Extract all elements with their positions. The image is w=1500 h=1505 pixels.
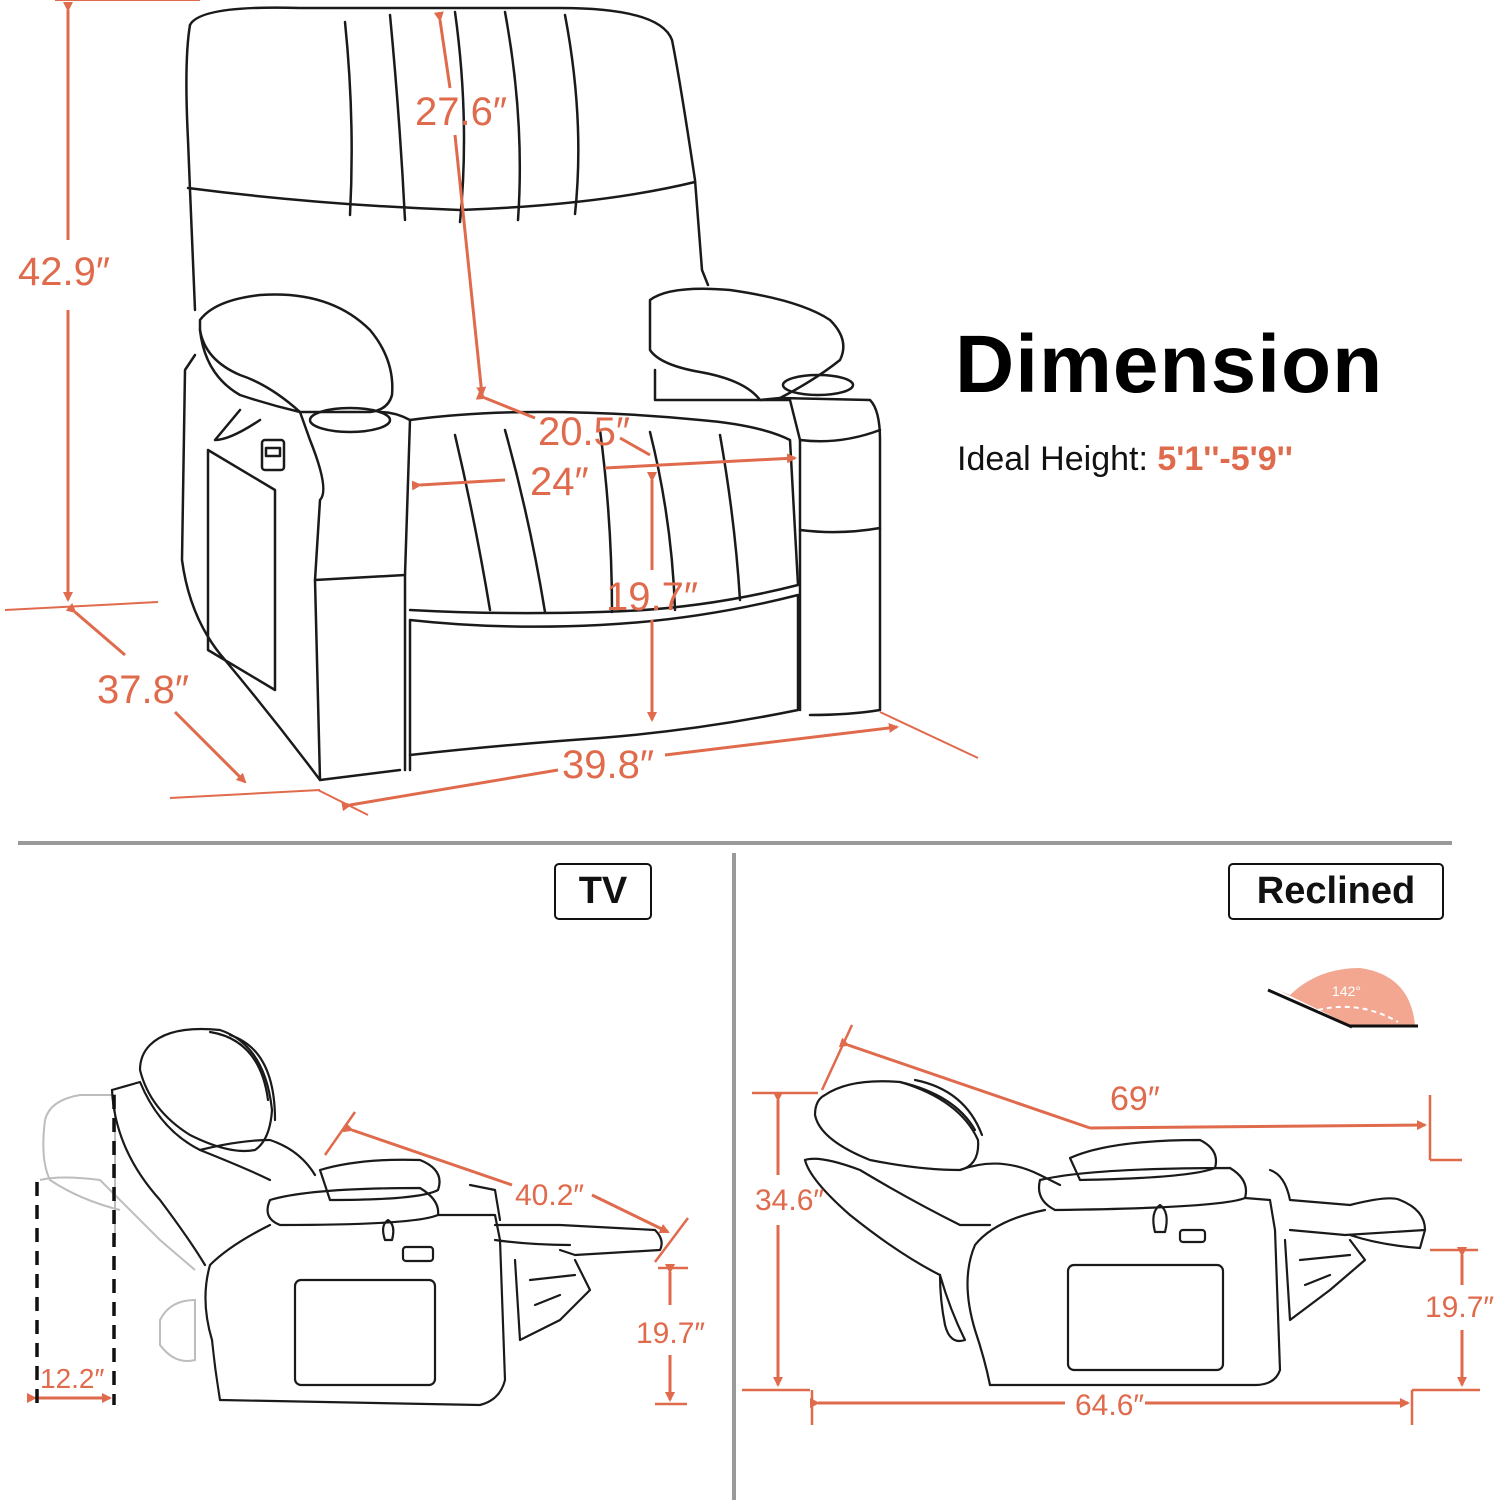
label-tv-clearance: 12.2″: [40, 1363, 104, 1394]
tv-dimension-lines: [27, 1111, 689, 1406]
ideal-height-value: 5'1''-5'9'': [1157, 440, 1293, 478]
label-seat-depth: 20.5″: [538, 410, 630, 454]
label-recline-height: 34.6″: [755, 1184, 824, 1217]
label-back-height: 27.6″: [415, 90, 507, 134]
page-title: Dimension: [955, 319, 1384, 410]
chair-front-drawing: [180, 6, 882, 782]
label-seat-width: 24″: [530, 460, 589, 504]
reclined-dimension-lines: [742, 1024, 1480, 1425]
label-tv-leg-height: 19.7″: [636, 1317, 705, 1350]
tv-dashed-guides: [35, 1095, 116, 1405]
tv-badge: TV: [554, 863, 652, 920]
label-recline-leg-height: 19.7″: [1425, 1291, 1494, 1324]
label-width: 39.8″: [562, 743, 654, 787]
ideal-height-label: Ideal Height:: [957, 440, 1148, 478]
label-tv-length: 40.2″: [515, 1179, 584, 1212]
label-depth: 37.8″: [97, 668, 189, 712]
front-dimension-lines: [4, 0, 979, 816]
chair-tv-drawing: [110, 1027, 663, 1407]
label-recline-length: 69″: [1110, 1080, 1160, 1118]
label-recline-floor: 64.6″: [1075, 1389, 1144, 1422]
ideal-height-line: Ideal Height: 5'1''-5'9'': [957, 440, 1293, 479]
label-seat-height: 19.7″: [606, 575, 698, 619]
label-overall-height: 42.9″: [18, 250, 110, 294]
recline-angle-label: 142°: [1332, 983, 1361, 999]
chair-tv-ghost: [39, 1094, 196, 1362]
chair-reclined-drawing: [803, 1078, 1427, 1387]
recline-angle-icon: 142°: [1267, 968, 1418, 1029]
reclined-badge: Reclined: [1228, 863, 1444, 920]
